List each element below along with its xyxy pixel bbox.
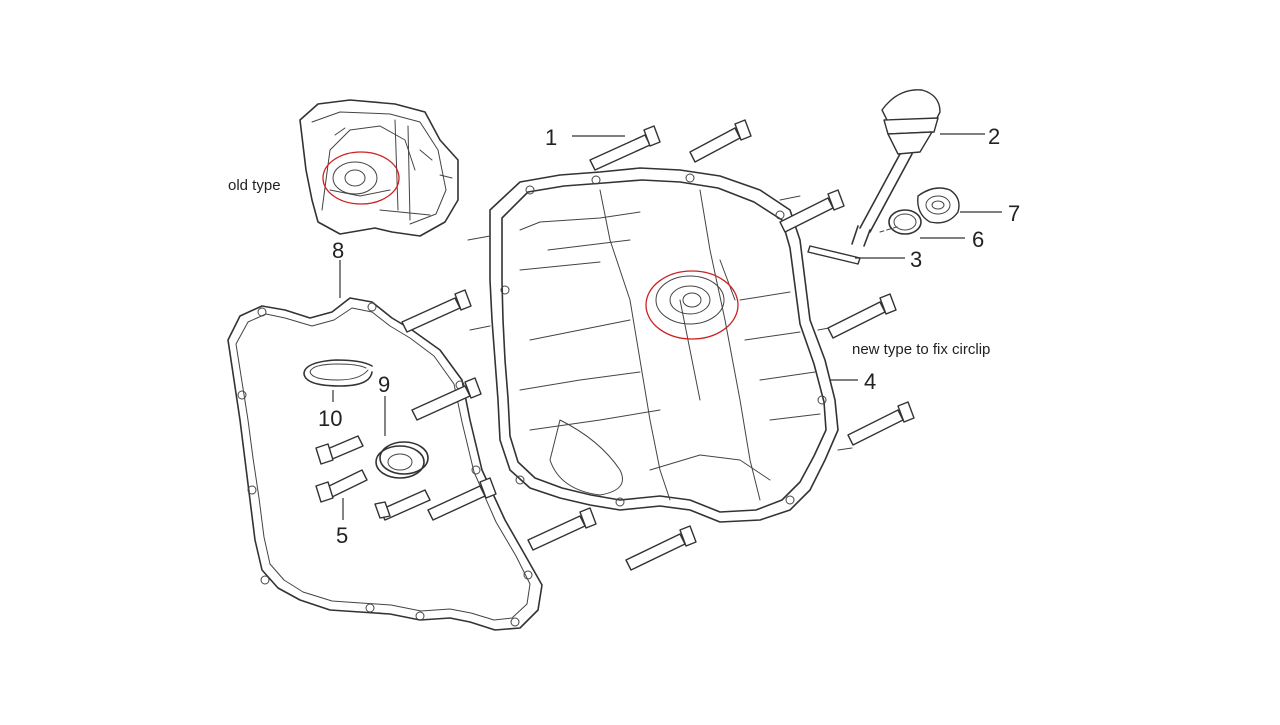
callout-6: 6	[972, 227, 984, 252]
pin	[807, 245, 861, 265]
old-type-cover	[299, 99, 459, 237]
crankcase-cover	[467, 167, 853, 523]
bolts-top	[589, 119, 915, 446]
plug	[917, 187, 960, 224]
old-type-highlight-ring	[322, 151, 400, 205]
assembly-dashed-line	[879, 225, 901, 233]
callout-2: 2	[988, 124, 1000, 149]
o-ring	[888, 209, 922, 235]
callout-3: 3	[910, 247, 922, 272]
bolts-5	[315, 435, 368, 503]
callout-9: 9	[378, 372, 390, 397]
callout-7: 7	[1008, 201, 1020, 226]
oil-seal	[375, 441, 429, 479]
callout-5: 5	[336, 523, 348, 548]
leader-lines	[332, 133, 1002, 520]
note-new-type: new type to fix circlip	[852, 341, 990, 358]
gasket	[227, 297, 543, 631]
note-old-type: old type	[228, 177, 281, 194]
callout-8: 8	[332, 238, 344, 263]
callout-10: 10	[318, 406, 342, 431]
new-type-highlight-ring	[645, 270, 739, 340]
callout-1: 1	[545, 125, 557, 150]
bolts-lower	[374, 289, 697, 571]
callout-4: 4	[864, 369, 876, 394]
circlip	[303, 359, 373, 387]
dipstick	[851, 89, 941, 247]
